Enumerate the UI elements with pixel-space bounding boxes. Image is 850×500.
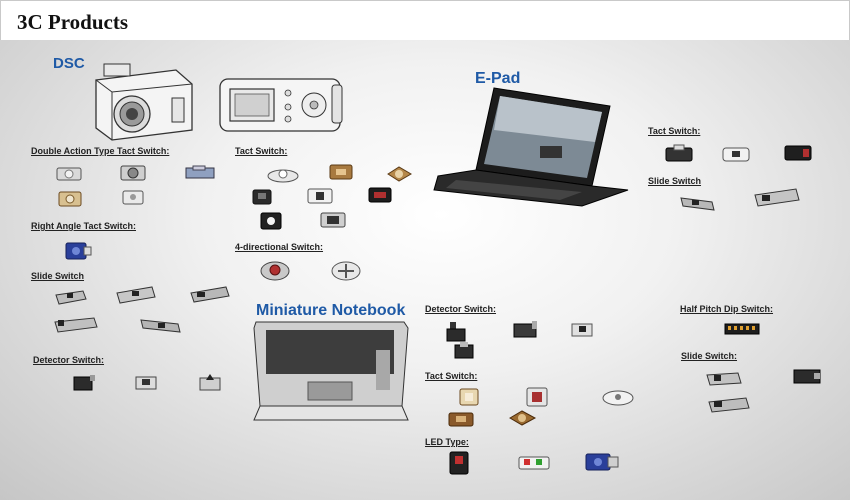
label-notebook-slide-switch: Slide Switch: [681,351,738,361]
section-title-dsc: DSC [53,55,85,72]
double-action-tact-switch-3 [183,165,217,181]
dsc-slide-switch-4 [52,312,100,338]
label-notebook-tact-switch: Tact Switch: [425,371,478,381]
notebook-slide-switch-2 [790,365,826,389]
label-dsc-tact-switch: Tact Switch: [235,146,288,156]
epad-slide-switch-2 [752,185,802,213]
epad-tact-switch-3 [781,141,815,165]
dsc-tact-switch-8 [318,210,348,230]
label-double-action-tact-switch: Double Action Type Tact Switch: [31,146,170,156]
dsc-camera-back-image [218,75,346,140]
page-title: 3C Products [17,10,129,34]
half-pitch-dip-switch [722,320,762,338]
epad-slide-switch-1 [678,190,718,214]
dsc-slide-switch-3 [188,283,232,307]
four-directional-switch-2 [329,258,363,282]
notebook-slide-switch-1 [704,367,744,391]
notebook-tact-switch-2 [523,384,551,410]
dsc-detector-switch-2 [132,373,160,393]
right-angle-tact-switch [62,237,94,263]
label-half-pitch-dip-switch: Half Pitch Dip Switch: [680,304,774,314]
label-led-type: LED Type: [425,437,469,447]
notebook-tact-switch-3 [600,386,636,408]
notebook-detector-switch-4 [452,340,478,362]
double-action-tact-switch-4 [56,188,84,208]
label-dsc-slide-switch: Slide Switch [31,271,85,281]
product-canvas: DSC Double Action Type Tact Switch: [0,40,850,500]
dsc-detector-switch-1 [70,372,98,394]
dsc-slide-switch-1 [53,287,89,309]
miniature-notebook-image [252,320,410,427]
notebook-detector-switch-2 [510,318,540,342]
notebook-tact-switch-1 [456,385,482,409]
dsc-tact-switch-3 [384,164,414,184]
epad-tablet-image [432,86,632,213]
four-directional-switch-1 [258,258,292,282]
label-notebook-detector-switch: Detector Switch: [425,304,497,314]
dsc-camera-front-image [88,58,198,149]
double-action-tact-switch-2 [118,162,148,182]
dsc-slide-switch-5 [138,312,184,338]
led-type-switch-1 [446,448,472,478]
notebook-detector-switch-3 [568,320,596,340]
led-type-switch-2 [516,453,552,473]
page-header: 3C Products [0,0,850,41]
label-epad-slide-switch: Slide Switch [648,176,702,186]
label-epad-tact-switch: Tact Switch: [648,126,701,136]
dsc-slide-switch-2 [114,283,158,309]
notebook-slide-switch-3 [706,392,752,418]
double-action-tact-switch-5 [120,188,146,206]
epad-tact-switch-1 [662,143,696,165]
notebook-tact-switch-5 [506,407,538,429]
dsc-tact-switch-4 [250,187,274,207]
epad-tact-switch-2 [719,143,753,165]
led-type-switch-3 [582,448,624,476]
dsc-tact-switch-2 [327,162,355,182]
section-title-miniature-notebook: Miniature Notebook [256,302,406,319]
notebook-tact-switch-4 [446,409,476,429]
label-right-angle-tact-switch: Right Angle Tact Switch: [31,221,136,231]
section-title-epad: E-Pad [475,70,521,87]
label-dsc-detector-switch: Detector Switch: [33,355,105,365]
dsc-tact-switch-1 [266,166,300,184]
label-four-directional-switch: 4-directional Switch: [235,242,324,252]
dsc-tact-switch-5 [305,186,335,206]
notebook-detector-switch-1 [444,320,470,344]
double-action-tact-switch-1 [55,164,83,182]
dsc-detector-switch-3 [196,372,224,394]
dsc-tact-switch-7 [258,210,284,232]
dsc-tact-switch-6 [366,184,394,206]
